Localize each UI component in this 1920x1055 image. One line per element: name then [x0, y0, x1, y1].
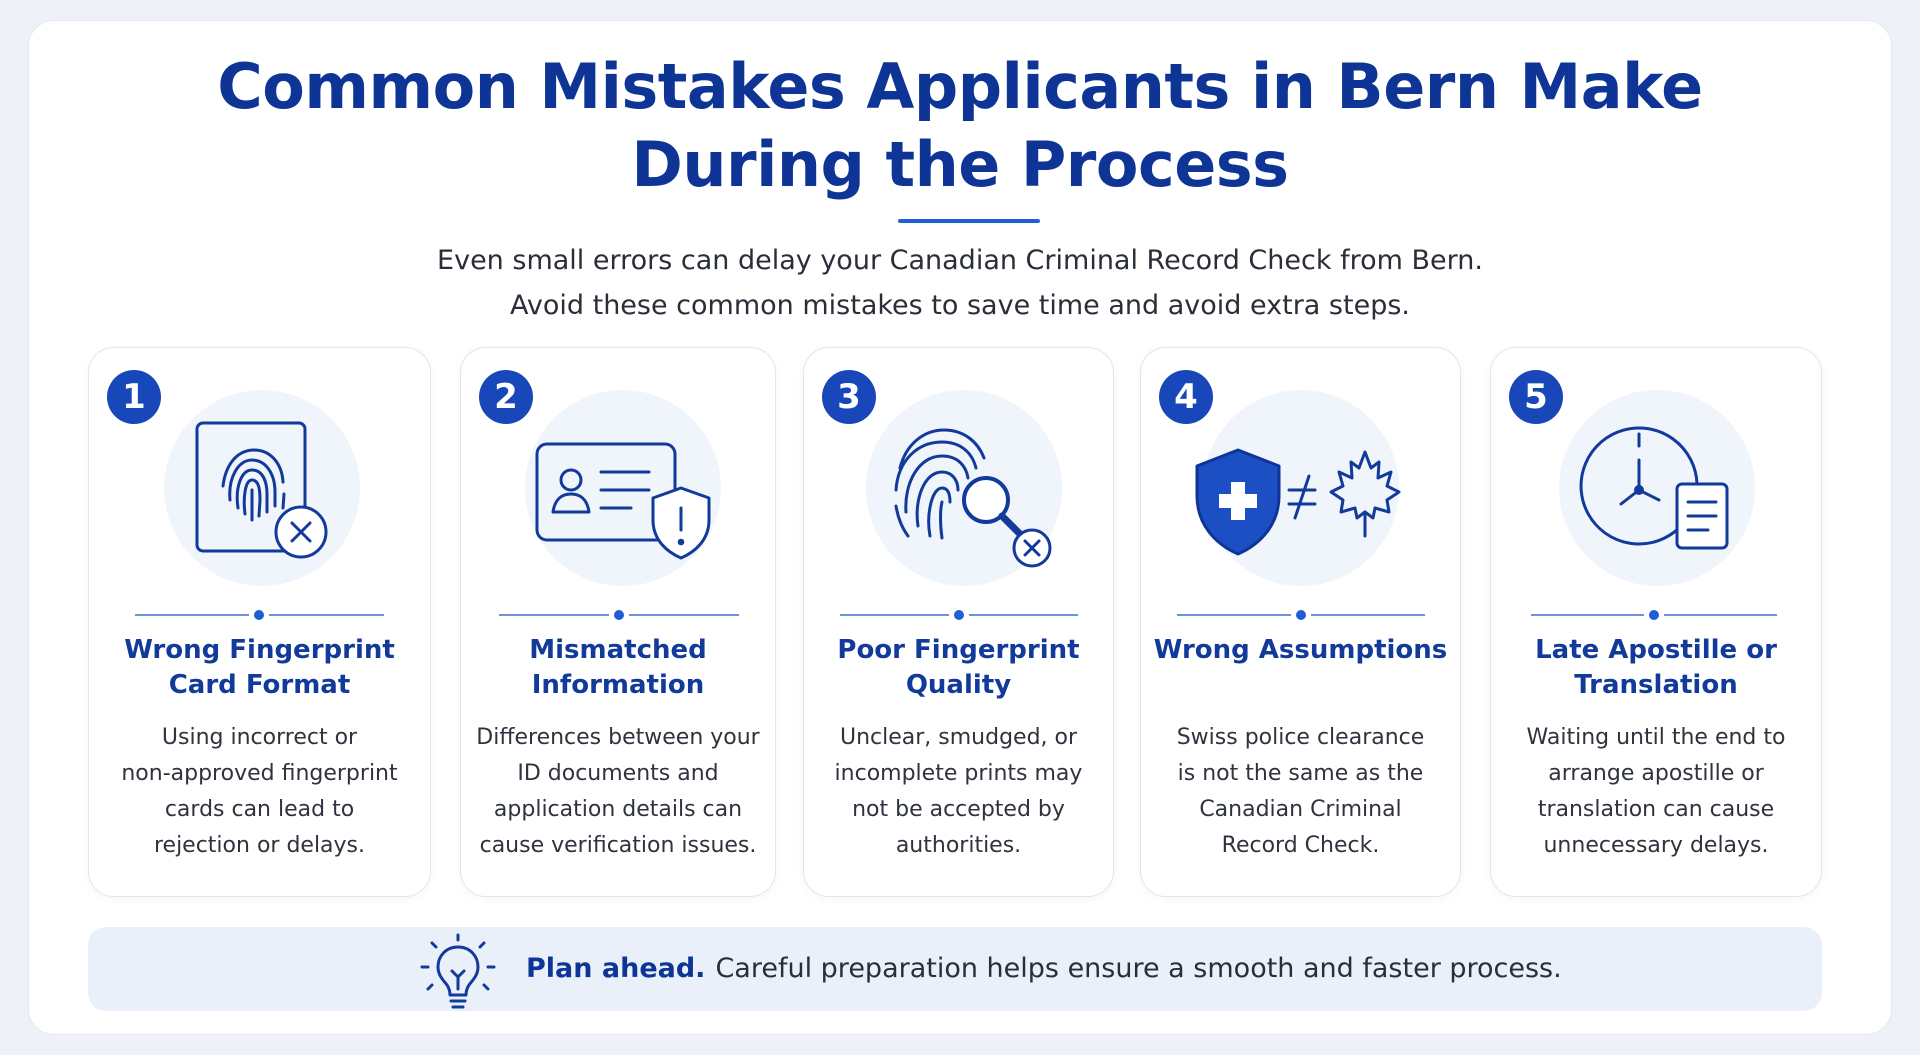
tip-body: Careful preparation helps ensure a smoot…	[715, 953, 1562, 984]
step-number-badge: 5	[1509, 370, 1563, 424]
mistake-card-3: 3 Poor Fingerprint Quality Unclear, smud…	[803, 347, 1114, 897]
card-title: Mismatched Information	[529, 635, 707, 700]
title-underline	[898, 219, 1040, 223]
mistake-card-1: 1 Wrong Fingerprint Card Format Using in…	[88, 347, 431, 897]
tip-banner: Plan ahead. Careful preparation helps ens…	[88, 927, 1822, 1011]
card-divider	[840, 610, 1078, 620]
card-divider	[499, 610, 739, 620]
step-number-badge: 1	[107, 370, 161, 424]
id-card-shield-alert-icon	[499, 388, 739, 588]
title-line-1: Common Mistakes Applicants in Bern Make	[217, 50, 1703, 123]
fingerprint-card-x-icon	[144, 388, 384, 588]
card-title: Wrong Assumptions	[1153, 635, 1448, 665]
page-title: Common Mistakes Applicants in Bern Make …	[0, 48, 1920, 204]
subtitle-line-1: Even small errors can delay your Canadia…	[437, 245, 1483, 276]
mistake-card-4: 4 Wrong Assumptions Swiss police clearan…	[1140, 347, 1461, 897]
tip-text: Plan ahead. Careful preparation helps ens…	[526, 927, 1562, 1011]
card-title: Poor Fingerprint Quality	[837, 635, 1080, 700]
lightbulb-icon	[418, 933, 498, 1017]
card-description: Swiss police clearance is not the same a…	[1176, 725, 1425, 858]
card-title: Wrong Fingerprint Card Format	[124, 635, 395, 700]
card-divider	[1177, 610, 1425, 620]
tip-emphasis: Plan ahead.	[526, 953, 706, 984]
page-subtitle: Even small errors can delay your Canadia…	[0, 238, 1920, 328]
step-number-badge: 2	[479, 370, 533, 424]
mistake-card-2: 2 Mismatched Information Differences bet…	[460, 347, 776, 897]
fingerprint-magnifier-x-icon	[840, 388, 1080, 588]
subtitle-line-2: Avoid these common mistakes to save time…	[510, 290, 1410, 321]
step-number-badge: 3	[822, 370, 876, 424]
card-title: Late Apostille or Translation	[1535, 635, 1777, 700]
mistake-card-5: 5 Late Apostille or Translation Waiting …	[1490, 347, 1822, 897]
card-description: Using incorrect or non-approved fingerpr…	[121, 725, 398, 858]
step-number-badge: 4	[1159, 370, 1213, 424]
card-description: Differences between your ID documents an…	[476, 725, 760, 858]
clock-document-icon	[1537, 388, 1777, 588]
title-line-2: During the Process	[631, 128, 1289, 201]
card-divider	[1531, 610, 1777, 620]
card-description: Waiting until the end to arrange apostil…	[1526, 725, 1786, 858]
card-description: Unclear, smudged, or incomplete prints m…	[834, 725, 1083, 858]
card-divider	[135, 610, 384, 620]
swiss-shield-not-equal-maple-leaf-icon	[1181, 388, 1421, 588]
